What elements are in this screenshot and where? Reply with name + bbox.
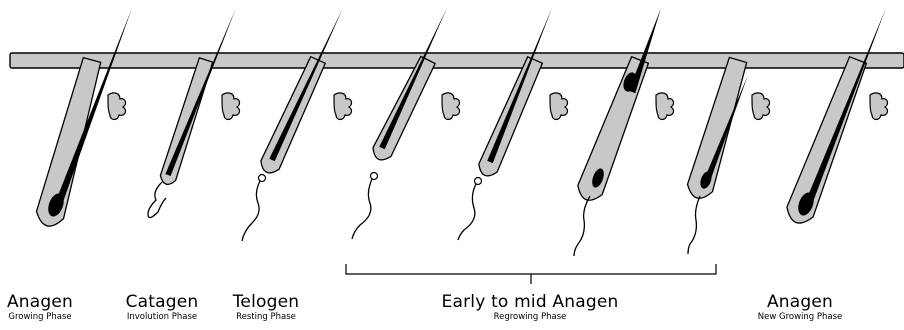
phase-label-telogen: Telogen Resting Phase [223,292,309,323]
strand-mid-anagen-1 [573,195,591,257]
bulb-mid-anagen-1 [592,168,604,188]
shaft-telogen [269,8,343,162]
gland-new-anagen [869,92,889,121]
shaft-new-anagen [806,8,886,202]
skin-surface-layer [9,52,904,69]
regrowing-bracket [345,264,717,284]
hair-shaft-group [48,8,886,217]
phase-name: Anagen [766,292,834,312]
shaft-early-anagen-1 [379,8,447,150]
strand-catagen [147,181,167,219]
strand-early-anagen-1 [351,178,373,240]
strand-mid-anagen-2 [687,195,701,255]
phase-subtitle: Resting Phase [236,312,296,322]
shaft-anagen [56,8,132,202]
shaft-early-anagen-2 [487,8,552,164]
phase-label-early-mid-anagen: Early to mid Anagen Regrowing Phase [420,292,640,323]
phase-name: Catagen [125,292,199,312]
bulb-mid-anagen-2 [700,171,712,189]
skin-surface [9,52,904,69]
phase-name: Early to mid Anagen [441,292,619,312]
phase-label-catagen: Catagen Involution Phase [112,292,212,323]
shaft-catagen [165,8,236,177]
shaft-mid-anagen-1 [628,8,661,94]
gland-anagen [107,92,127,121]
follicle-mid-anagen-2 [686,56,748,199]
strand-early-anagen-2 [457,183,477,241]
phase-label-new-anagen: Anagen New Growing Phase [735,292,865,323]
phase-name: Telogen [232,292,300,312]
phase-subtitle: Growing Phase [8,312,72,322]
club-early-anagen-2 [473,176,483,186]
phase-subtitle: Regrowing Phase [493,312,567,322]
bulb-new-anagen [798,192,814,216]
gland-catagen [221,92,241,121]
gland-early-anagen-1 [441,92,461,121]
regrowing-bracket-line [345,264,717,284]
shaft-mid-anagen-2 [705,75,748,180]
phase-subtitle: Involution Phase [126,312,198,322]
follicle-anagen [35,56,102,227]
phase-label-anagen: Anagen Growing Phase [0,292,80,323]
phase-name: Anagen [6,292,74,312]
follicle-group [35,55,889,257]
gland-mid-anagen-2 [751,92,771,121]
strand-telogen [241,180,261,242]
club-early-anagen-1 [369,171,379,181]
phase-subtitle: New Growing Phase [757,312,843,322]
gland-early-anagen-2 [549,92,569,121]
gland-mid-anagen-1 [655,92,675,121]
bulb-anagen [48,193,64,217]
club-telogen [257,173,267,183]
follicle-catagen [159,57,214,185]
club-mid-anagen-1 [623,72,637,92]
gland-telogen [333,92,353,121]
follicle-new-anagen [786,55,868,224]
